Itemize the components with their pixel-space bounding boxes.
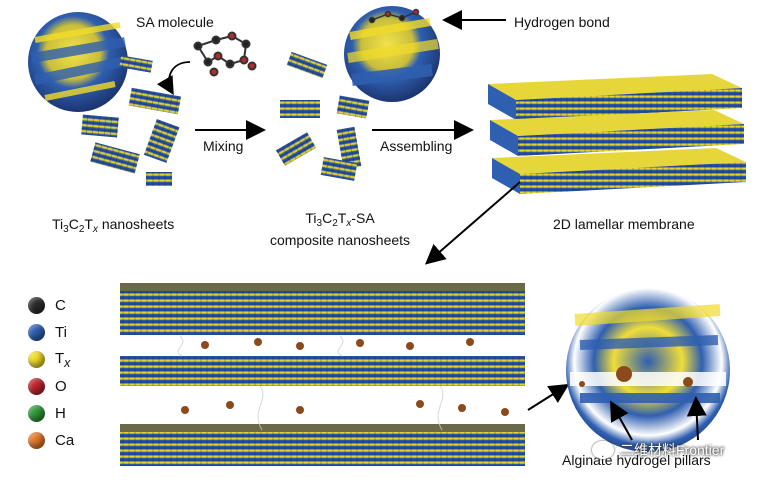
mixing-label: Mixing	[203, 138, 244, 154]
hydrogen-bond-zoom-circle	[344, 6, 440, 102]
legend-item: C	[28, 292, 74, 319]
zoom-arrow	[424, 181, 521, 265]
legend-item: O	[28, 373, 74, 400]
legend-label: Ti	[55, 324, 67, 341]
membrane-cross-section	[120, 283, 525, 466]
sa-molecule-label: SA molecule	[136, 14, 214, 30]
atom-dot-icon	[28, 405, 45, 422]
hydrogen-bond-label: Hydrogen bond	[514, 14, 610, 30]
assembling-label: Assembling	[380, 138, 453, 154]
lamellar-membrane	[488, 74, 746, 194]
composite-label: Ti3C2Tx-SA composite nanosheets	[269, 210, 411, 248]
sa-molecule	[193, 31, 257, 77]
atom-dot-icon	[28, 378, 45, 395]
legend-label: Ca	[55, 432, 75, 449]
legend-item: Tx	[28, 346, 74, 373]
atom-dot-icon	[28, 432, 45, 449]
membrane-label: 2D lamellar membrane	[553, 216, 695, 232]
composite-nanosheets	[275, 51, 370, 181]
legend-item: Ti	[28, 319, 74, 346]
atom-dot-icon	[28, 324, 45, 341]
nanosheet-zoom-circle	[28, 12, 128, 112]
nanosheets-label: Ti3C2Tx nanosheets	[52, 216, 175, 235]
watermark: 二维材料Frontier	[592, 440, 724, 460]
atom-dot-icon	[28, 351, 45, 368]
legend-label: Tx	[55, 349, 71, 370]
wechat-icon	[592, 441, 614, 459]
legend-item: H	[28, 400, 74, 427]
pillar-zoom-circle	[566, 288, 730, 452]
legend-label: C	[55, 297, 66, 314]
legend-label: O	[55, 378, 67, 395]
pillar-arrow	[527, 383, 570, 411]
atom-dot-icon	[28, 297, 45, 314]
legend-item: Ca	[28, 427, 74, 454]
legend-label: H	[55, 405, 66, 422]
